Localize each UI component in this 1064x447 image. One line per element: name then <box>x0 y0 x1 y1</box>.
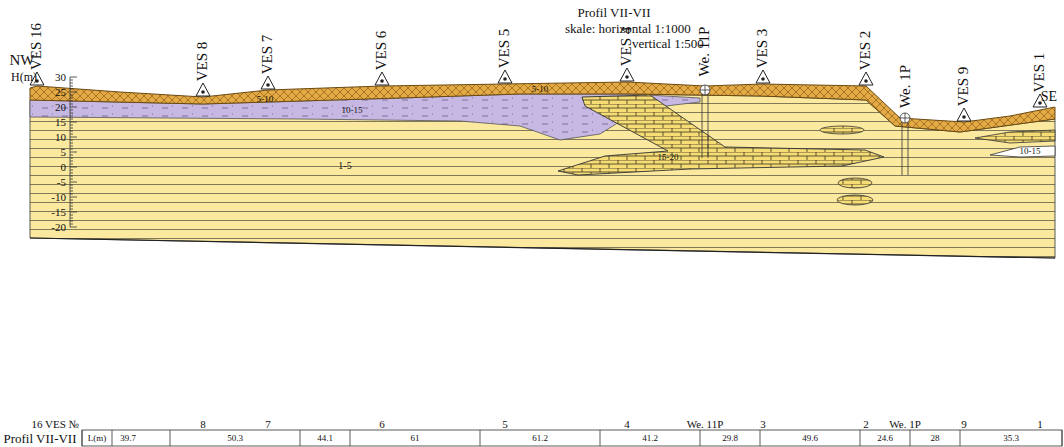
ves-marker <box>375 72 389 85</box>
ves-label: VES 8 <box>196 41 211 81</box>
ves-dot <box>201 90 205 94</box>
ves-label: VES 9 <box>957 66 972 106</box>
axis-tick: 5 <box>61 147 67 158</box>
axis-tick: 0 <box>61 162 67 173</box>
section-title: Profil VII-VII <box>577 6 650 19</box>
scale-note: vertical 1:500 <box>632 37 704 50</box>
axis-tick: 10 <box>55 132 66 143</box>
layer-value: 5-10 <box>257 95 274 104</box>
ves-marker <box>261 76 275 89</box>
table-cell: 29.8 <box>722 434 738 443</box>
axis-tick: 15 <box>55 117 66 128</box>
table-cell: We. 11P <box>687 419 724 430</box>
axis-tick: -20 <box>51 222 66 233</box>
clay-lens <box>990 146 1055 157</box>
ves-marker <box>620 68 634 81</box>
ves-label: VES 16 <box>30 23 45 70</box>
ves-dot <box>962 115 966 119</box>
ves-label: VES 4 <box>620 26 635 66</box>
table-cell: 2 <box>863 419 869 430</box>
ves-label: VES 1 <box>1033 52 1048 92</box>
ves-dot <box>380 79 384 83</box>
axis-tick: -10 <box>51 192 66 203</box>
ves-marker <box>756 70 770 83</box>
layer-value: 5-10 <box>532 85 549 94</box>
ves-dot <box>266 83 270 87</box>
table-cell: 1 <box>1037 419 1043 430</box>
section-base <box>30 238 1055 258</box>
well <box>700 85 910 175</box>
table-cell: 9 <box>961 419 967 430</box>
table-header: Profil VII-VII <box>3 432 76 445</box>
axis-tick: 30 <box>55 72 66 83</box>
table-cell: 7 <box>265 419 271 430</box>
table-cell: 50.3 <box>227 434 243 443</box>
sand-layer <box>30 94 1055 258</box>
table-cell: 8 <box>200 419 206 430</box>
well-label: We. 1P <box>898 65 913 108</box>
layer-value: 15-20 <box>658 153 679 162</box>
well-label: We. 11P <box>698 26 713 76</box>
axis-tick: -15 <box>51 207 66 218</box>
ves-label: VES 5 <box>498 28 513 68</box>
table-cell: 3 <box>760 419 766 430</box>
direction-label: SE <box>1041 90 1057 104</box>
table-cell: 16 <box>32 419 43 430</box>
ves-label: VES 7 <box>261 34 276 74</box>
table-cell: 41.2 <box>642 434 658 443</box>
ves-marker <box>196 83 210 96</box>
ves-marker <box>957 108 971 121</box>
ves-dot <box>864 79 868 83</box>
table-cell: 5 <box>502 419 508 430</box>
table-cell: 39.7 <box>120 434 136 443</box>
limestone-lens <box>837 195 873 205</box>
axis-title: H(m) <box>11 71 37 83</box>
limestone-body <box>558 95 884 175</box>
layer-value: 10-15 <box>1020 147 1041 156</box>
table-header: L(m) <box>88 434 107 443</box>
table-cell: 61.2 <box>532 434 548 443</box>
layer-value: 1-5 <box>338 161 351 171</box>
ves-label: VES 6 <box>375 30 390 70</box>
axis-tick: 25 <box>55 87 66 98</box>
table-header: VES № <box>45 419 79 430</box>
limestone-lens <box>838 178 872 188</box>
ves-label: VES 2 <box>859 30 874 70</box>
ves-dot <box>761 77 765 81</box>
limestone-lens <box>975 130 1055 143</box>
ves-dot <box>625 75 629 79</box>
ves-dot <box>503 77 507 81</box>
distance-table <box>82 430 1062 446</box>
table-cell: 28 <box>931 434 940 443</box>
table-cell: 49.6 <box>802 434 818 443</box>
axis-tick: -5 <box>57 177 66 188</box>
table-cell: 44.1 <box>317 434 333 443</box>
ves-marker <box>498 70 512 83</box>
ves-marker <box>859 72 873 85</box>
table-cell: We. 1P <box>889 419 921 430</box>
limestone-lens <box>820 126 864 134</box>
axis-tick: 20 <box>55 102 66 113</box>
height-axis <box>70 77 77 227</box>
table-cell: 35.3 <box>1003 434 1019 443</box>
table-cell: 6 <box>379 419 385 430</box>
table-cell: 4 <box>624 419 630 430</box>
table-cell: 61 <box>411 434 420 443</box>
layer-value: 10-15 <box>342 106 363 115</box>
table-cell: 24.6 <box>877 434 893 443</box>
ves-label: VES 3 <box>756 28 771 68</box>
